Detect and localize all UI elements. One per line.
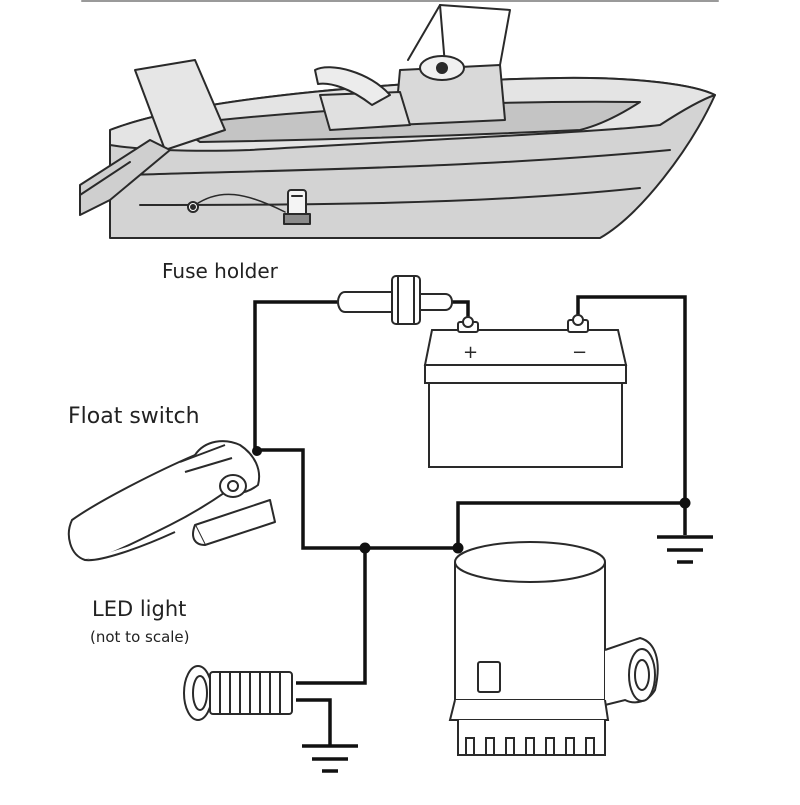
wire-junction-dot (252, 446, 262, 456)
wire-float-to-junction (258, 448, 458, 550)
boat-illustration-icon (79, 0, 720, 240)
wire-battery-negative-to-ground (576, 295, 687, 535)
battery-positive-symbol: + (463, 342, 478, 363)
battery-icon (423, 314, 628, 468)
bilge-pump-icon (448, 541, 659, 756)
wire-ground-to-pump (456, 501, 685, 548)
wire-junction-dot (679, 497, 691, 509)
wire-led-to-ground (296, 698, 332, 745)
ground-symbol-icon (302, 744, 358, 773)
battery-negative-symbol: − (572, 342, 587, 363)
float-switch-label: Float switch (68, 404, 200, 429)
fuse-holder-icon (336, 275, 454, 325)
led-light-note: (not to scale) (90, 628, 190, 646)
wire-junction-dot (452, 542, 464, 554)
fuse-holder-label: Fuse holder (162, 259, 278, 283)
wires (253, 295, 687, 745)
wire-float-to-fuse (253, 300, 355, 450)
ground-symbol-icon (657, 535, 713, 564)
led-light-icon (183, 665, 293, 721)
float-switch-icon (67, 440, 276, 562)
wire-junction-dot (359, 542, 371, 554)
wire-junction-to-led (296, 548, 367, 685)
led-light-label: LED light (92, 597, 187, 621)
